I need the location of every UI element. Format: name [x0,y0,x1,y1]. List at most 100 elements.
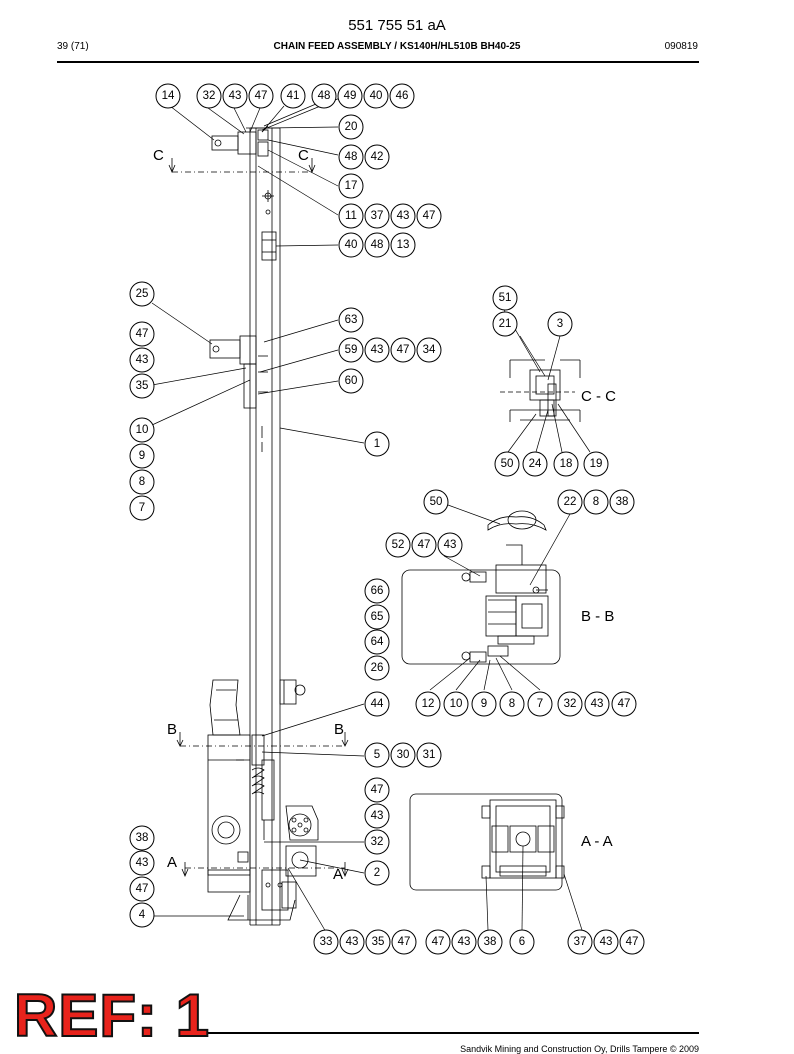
callout-circle [425,929,451,955]
part-callout-43: 43 [339,929,365,955]
part-callout-43: 43 [222,83,248,109]
part-callout-13: 13 [390,232,416,258]
page-number: 39 (71) [57,41,89,52]
callout-circle [196,83,222,109]
callout-number: 47 [255,90,268,102]
callout-circle [129,417,155,443]
callout-number: 32 [203,90,216,102]
part-callout-32: 32 [557,691,583,717]
callout-number: 65 [371,611,384,623]
callout-circle [364,655,390,681]
part-callout-48: 48 [338,144,364,170]
section-lines [172,171,345,869]
section-b-right-label: B [334,721,344,738]
section-a-right-label: A [333,866,343,883]
callout-number: 47 [398,936,411,948]
part-callout-37: 37 [567,929,593,955]
callout-number: 34 [423,344,436,356]
callout-circle [364,860,390,886]
part-callout-47: 47 [425,929,451,955]
callout-number: 40 [370,90,383,102]
part-callout-47: 47 [129,876,155,902]
part-callout-5: 5 [364,742,390,768]
part-callout-12: 12 [415,691,441,717]
callout-number: 8 [139,476,145,488]
part-callout-50: 50 [423,489,449,515]
part-callout-52: 52 [385,532,411,558]
part-callout-59: 59 [338,337,364,363]
callout-circle [313,929,339,955]
callout-circle [593,929,619,955]
callout-number: 19 [590,458,603,470]
part-callout-47: 47 [619,929,645,955]
callout-circle [338,232,364,258]
callout-circle [492,285,518,311]
section-b-left-label: B [167,721,177,738]
callout-number: 33 [320,936,333,948]
callout-circle [364,144,390,170]
section-c-c-detail [500,359,581,422]
section-c-left-label: C [153,147,164,164]
callout-number: 41 [287,90,300,102]
callout-number: 52 [392,539,405,551]
callout-number: 47 [432,936,445,948]
callout-number: 35 [136,380,149,392]
callout-number: 9 [481,698,487,710]
callout-number: 60 [345,375,358,387]
callout-circle [338,337,364,363]
part-callout-21: 21 [492,311,518,337]
part-callout-2: 2 [364,860,390,886]
callout-circle [338,144,364,170]
callout-number: 40 [345,239,358,251]
part-callout-24: 24 [522,451,548,477]
callout-circle [494,451,520,477]
part-callout-8: 8 [583,489,609,515]
part-callout-9: 9 [129,443,155,469]
part-callout-37: 37 [364,203,390,229]
callout-circle [547,311,573,337]
callout-circle [364,803,390,829]
callout-number: 31 [423,749,436,761]
callout-number: 59 [345,344,358,356]
callout-number: 47 [371,784,384,796]
guide-roller [261,231,277,261]
part-callout-3: 3 [547,311,573,337]
callout-circle [492,311,518,337]
callout-circle [337,83,363,109]
callout-number: 43 [136,857,149,869]
part-callout-25: 25 [129,281,155,307]
callout-circle [129,495,155,521]
callout-circle [423,489,449,515]
part-callout-44: 44 [364,691,390,717]
part-callout-10: 10 [443,691,469,717]
callout-circle [385,532,411,558]
callout-number: 44 [371,698,384,710]
callout-circle [364,629,390,655]
callout-circle [583,451,609,477]
callout-number: 48 [345,151,358,163]
callout-circle [364,777,390,803]
part-callout-1: 1 [364,431,390,457]
callout-number: 51 [499,292,512,304]
part-callout-11: 11 [338,203,364,229]
callout-number: 43 [371,344,384,356]
callout-circle [390,742,416,768]
part-callout-49: 49 [337,83,363,109]
callout-number: 9 [139,450,145,462]
callout-circle [557,489,583,515]
part-callout-48: 48 [311,83,337,109]
part-callout-6: 6 [509,929,535,955]
part-callout-7: 7 [527,691,553,717]
part-callout-38: 38 [129,825,155,851]
callout-circle [364,232,390,258]
part-callout-43: 43 [451,929,477,955]
part-callout-26: 26 [364,655,390,681]
page-title: CHAIN FEED ASSEMBLY / KS140H/HL510B BH40… [273,41,521,52]
callout-circle [583,489,609,515]
part-callout-8: 8 [499,691,525,717]
part-callout-60: 60 [338,368,364,394]
section-arrows [168,158,349,878]
callout-number: 21 [499,318,512,330]
callout-number: 3 [557,318,563,330]
